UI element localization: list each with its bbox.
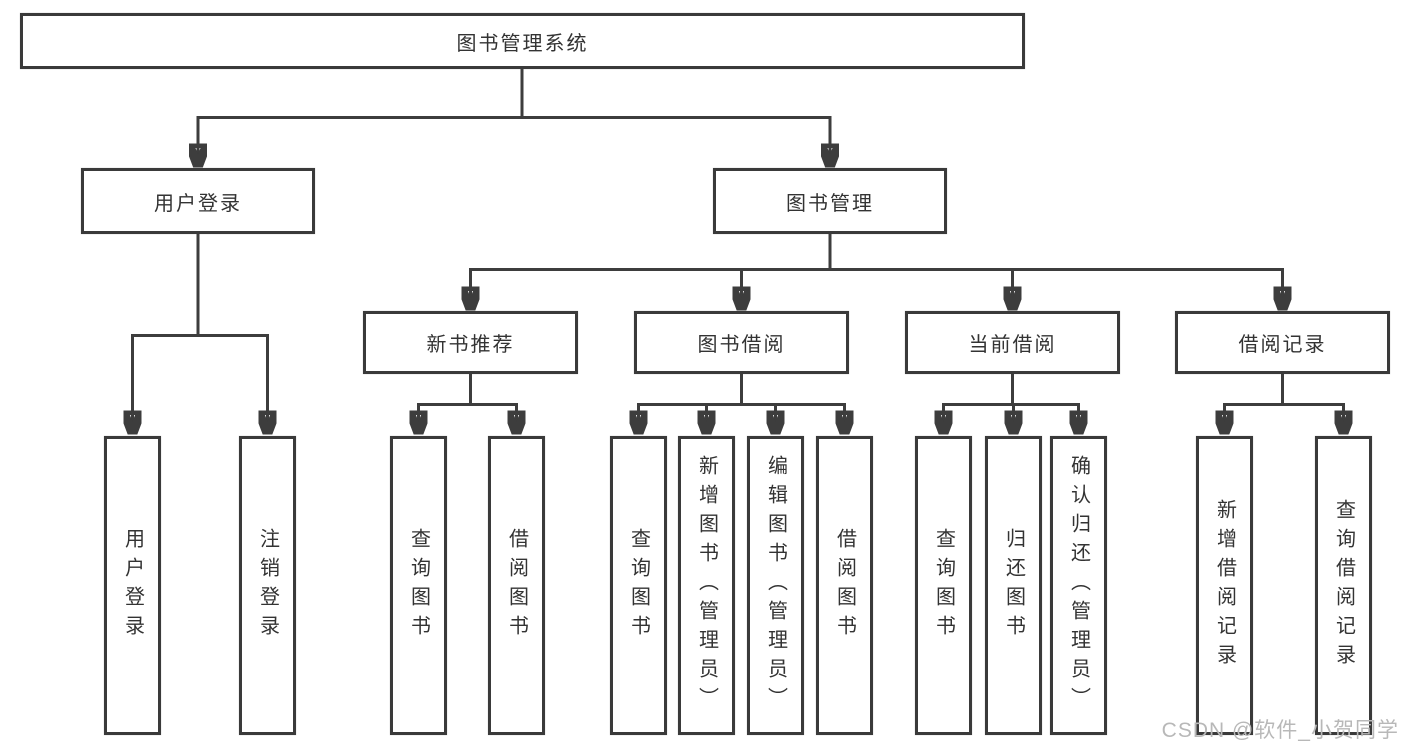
node-current-borrowing: 当前借阅 xyxy=(905,311,1120,374)
leaf-confirm-return-admin: 确认归还（管理员） xyxy=(1050,436,1107,735)
leaf-query-books-current-label: 查询图书 xyxy=(932,527,955,644)
leaf-add-books-admin: 新增图书（管理员） xyxy=(678,436,735,735)
node-book-management: 图书管理 xyxy=(713,168,947,234)
node-borrowing-records: 借阅记录 xyxy=(1175,311,1390,374)
leaf-query-borrow-record: 查询借阅记录 xyxy=(1315,436,1372,735)
node-current-borrowing-label: 当前借阅 xyxy=(968,334,1057,356)
node-user-login-label: 用户登录 xyxy=(154,192,242,215)
leaf-return-books-label: 归还图书 xyxy=(1002,527,1025,644)
leaf-confirm-return-admin-label: 确认归还（管理员） xyxy=(1067,455,1090,716)
node-root: 图书管理系统 xyxy=(20,13,1025,69)
node-new-book-recommendation: 新书推荐 xyxy=(363,311,578,374)
leaf-query-books-current: 查询图书 xyxy=(915,436,972,735)
leaf-query-borrow-record-label: 查询借阅记录 xyxy=(1332,498,1355,673)
csdn-watermark: CSDN @软件_小贺同学 xyxy=(1161,719,1399,742)
leaf-edit-books-admin: 编辑图书（管理员） xyxy=(747,436,804,735)
leaf-logout-label: 注销登录 xyxy=(256,527,279,644)
leaf-borrow-books-recommend-label: 借阅图书 xyxy=(505,527,528,644)
node-root-label: 图书管理系统 xyxy=(456,32,589,55)
leaf-add-books-admin-label: 新增图书（管理员） xyxy=(695,455,718,716)
node-borrowing-records-label: 借阅记录 xyxy=(1238,334,1327,356)
leaf-query-books-recommend: 查询图书 xyxy=(390,436,447,735)
leaf-add-borrow-record: 新增借阅记录 xyxy=(1196,436,1253,735)
leaf-add-borrow-record-label: 新增借阅记录 xyxy=(1213,498,1236,673)
leaf-query-books-borrowing: 查询图书 xyxy=(610,436,667,735)
leaf-query-books-borrowing-label: 查询图书 xyxy=(627,527,650,644)
leaf-edit-books-admin-label: 编辑图书（管理员） xyxy=(764,455,787,716)
node-book-borrowing-label: 图书借阅 xyxy=(697,334,786,356)
leaf-borrow-books-label: 借阅图书 xyxy=(833,527,856,644)
leaf-borrow-books: 借阅图书 xyxy=(816,436,873,735)
leaf-user-login: 用户登录 xyxy=(104,436,161,735)
node-user-login: 用户登录 xyxy=(81,168,315,234)
leaf-logout: 注销登录 xyxy=(239,436,296,735)
leaf-user-login-label: 用户登录 xyxy=(121,527,144,644)
leaf-query-books-recommend-label: 查询图书 xyxy=(407,527,430,644)
node-new-book-recommendation-label: 新书推荐 xyxy=(426,334,515,356)
leaf-borrow-books-recommend: 借阅图书 xyxy=(488,436,545,735)
node-book-borrowing: 图书借阅 xyxy=(634,311,849,374)
node-book-management-label: 图书管理 xyxy=(786,192,874,215)
leaf-return-books: 归还图书 xyxy=(985,436,1042,735)
